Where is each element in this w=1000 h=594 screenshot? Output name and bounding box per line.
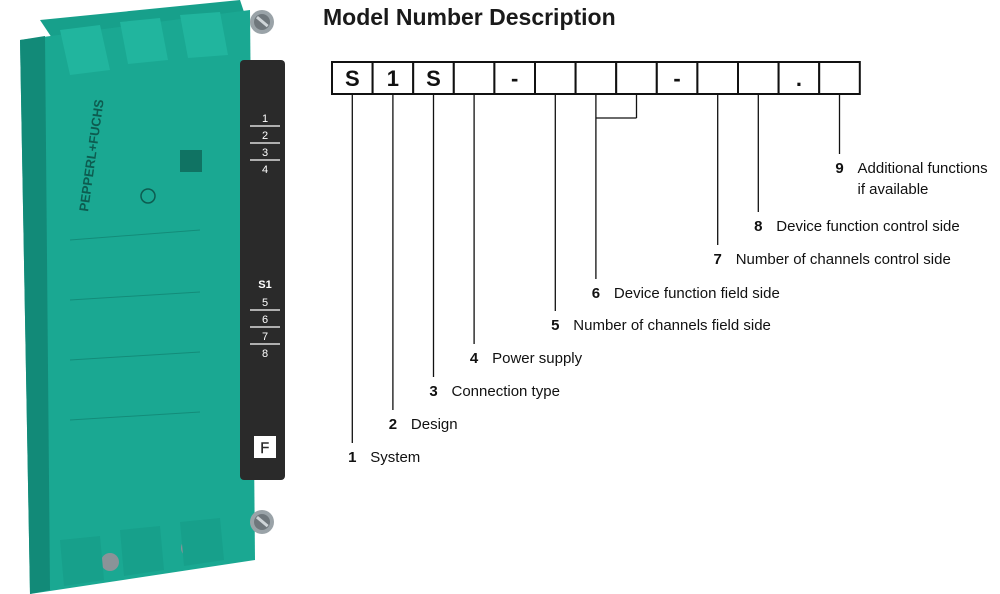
field-label: Number of channels control side [736,251,951,268]
terminal-label: 3 [262,147,268,159]
section-label: S1 [258,279,271,291]
field-number: 3 [429,383,437,400]
device-illustration: 1 2 3 4 S1 5 6 7 8 ᖴ PEPPERL+FUCHS [20,0,285,594]
field-number: 8 [754,218,762,235]
qr-code-icon [180,150,202,172]
code-cell [493,61,536,95]
field-label-line2: if available [858,181,929,198]
code-box: S 1 S - -. [331,61,861,95]
code-cell [534,61,577,95]
field-label: Device function field side [614,285,780,302]
front-label-strip [240,60,285,480]
field-number: 6 [592,285,600,302]
code-cell-char: - [511,66,518,91]
page-title: Model Number Description [323,4,616,30]
terminal-label: 5 [262,297,268,309]
field-number: 2 [389,416,397,433]
field-label: Power supply [492,350,583,367]
field-number: 9 [835,160,843,177]
code-cell-char: S [426,66,441,91]
field-number: 4 [470,350,479,367]
field-number: 5 [551,317,559,334]
logo-tile [254,436,276,458]
code-cell [737,61,780,95]
field-number: 7 [714,251,722,268]
terminal-label: 6 [262,314,268,326]
device-top-ridges [60,12,228,75]
device-bottom-ridges [60,518,224,586]
code-cell [696,61,740,95]
code-cell-char: S [345,66,360,91]
field-label: Additional functions [858,160,988,177]
code-cell-char: 1 [387,66,399,91]
field-label: Device function control side [776,218,959,235]
pf-logo-icon: ᖴ [261,440,269,456]
code-cell [371,61,415,95]
device-side-shade [20,36,50,594]
terminal-label: 8 [262,348,268,360]
device-housing [20,10,255,594]
code-cell-char: - [673,66,680,91]
code-cell [615,61,658,95]
terminal-label: 2 [262,130,268,142]
code-cell [452,61,496,95]
code-cell [818,61,861,95]
code-cell-char: . [796,66,802,91]
code-cell [412,61,455,95]
screw-icon [250,510,274,534]
terminal-label: 7 [262,331,268,343]
field-number: 1 [348,449,356,466]
field-label: Number of channels field side [573,317,771,334]
terminal-dividers [250,125,280,345]
field-label: Design [411,416,458,433]
field-labels: 1 System 2 Design 3 Connection type 4 Power sup… [348,160,987,466]
code-cell [574,61,618,95]
terminal-label: 4 [262,164,268,176]
screw-icon [250,10,274,34]
code-cell [777,61,821,95]
ce-mark-icon [140,188,156,204]
printed-markings [69,229,201,421]
field-label: Connection type [452,383,560,400]
field-label: System [370,449,420,466]
terminal-label: 1 [262,113,268,125]
leader-lines [351,94,841,443]
